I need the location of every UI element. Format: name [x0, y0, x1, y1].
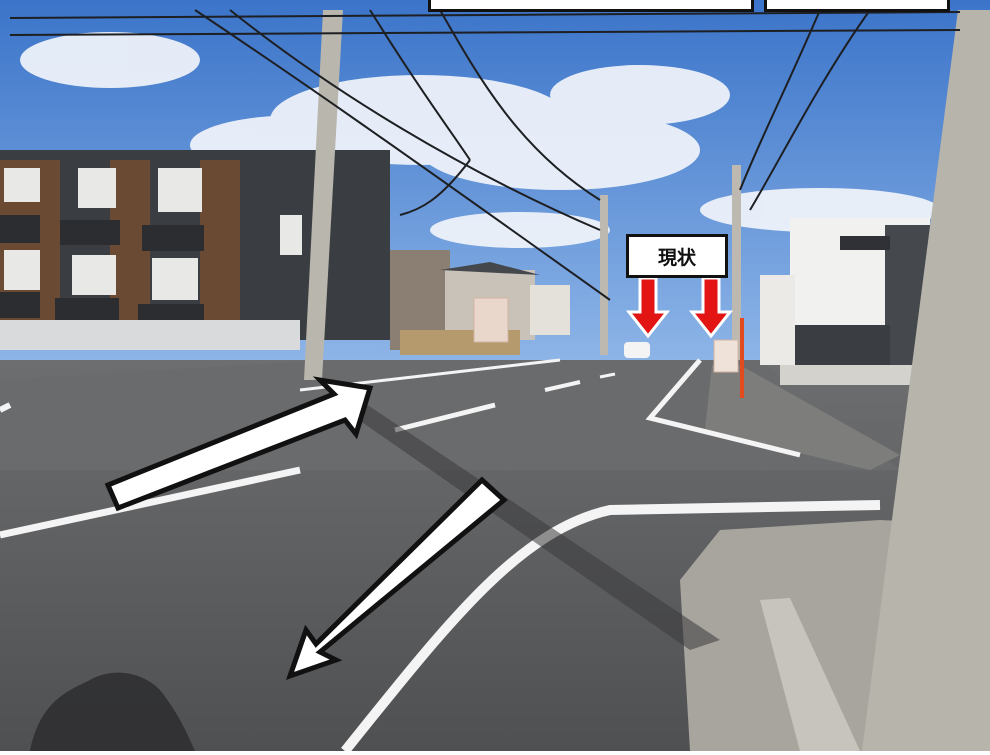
- curb-corner: [760, 598, 860, 751]
- power-lines: [9, 9, 961, 301]
- photographer-shadow: [30, 672, 195, 751]
- red-down-arrow-icon: [688, 276, 734, 339]
- car: [624, 342, 650, 358]
- top-frame-box: [428, 0, 754, 12]
- pole-shadow: [330, 400, 720, 650]
- arrow-left-down-icon: [285, 476, 508, 681]
- median-curb: [705, 365, 900, 470]
- utility-poles: [304, 10, 990, 751]
- top-frame-box-right: [764, 0, 950, 12]
- current-state-label: 現状: [626, 234, 728, 278]
- red-down-arrow-icon: [625, 276, 671, 339]
- signboards: [473, 297, 744, 398]
- arrow-right-up-icon: [104, 376, 374, 512]
